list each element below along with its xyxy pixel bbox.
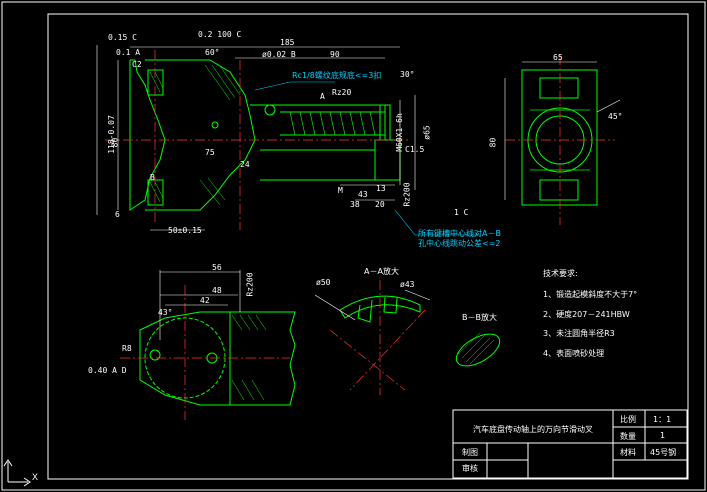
end-centerlines — [505, 55, 615, 225]
tol-frame-1: 0.15 C — [108, 33, 137, 42]
leaders — [254, 81, 480, 236]
dim-rz200: Rz200 — [402, 182, 412, 207]
sec-dim-43deg: 43° — [158, 308, 173, 317]
drawn-by-label: 制图 — [462, 448, 478, 457]
dim-rz20: Rz20 — [332, 88, 352, 97]
ucs-x-label: X — [32, 472, 38, 482]
dim-c15: C1.5 — [405, 145, 425, 154]
section-view — [139, 311, 296, 406]
sec-dim-42: 42 — [200, 296, 210, 305]
tol-frame-4: ø0.02 B — [262, 50, 296, 59]
dim-75: 75 — [205, 148, 215, 157]
dim-90: 90 — [330, 50, 340, 59]
dim-30deg: 30° — [400, 70, 415, 79]
scale-label: 比例 — [620, 415, 636, 424]
dim-65: ø65 — [422, 125, 432, 140]
dim-6: 6 — [115, 210, 120, 219]
section-dimensions — [159, 270, 241, 340]
dim-185: 185 — [280, 38, 295, 47]
main-dimensions — [96, 45, 416, 231]
section-centerlines — [120, 285, 290, 420]
end-dim-80: 80 — [488, 137, 498, 148]
main-view — [129, 59, 401, 211]
main-centerlines — [105, 50, 410, 230]
tech-req-item-2: 2、硬度207－241HBW — [543, 310, 630, 319]
aa-dimensions — [314, 289, 431, 321]
dim-60deg: 60° — [205, 48, 220, 57]
dim-20: 20 — [375, 200, 385, 209]
quantity-value: 1 — [660, 431, 666, 440]
tol-frame-5: 0.40 A D — [88, 366, 127, 375]
tech-req-heading: 技术要求: — [543, 269, 578, 278]
runout-note-2: 孔中心线跳动公差<=2 — [418, 239, 501, 248]
dim-m60: M60X1-6h — [394, 113, 404, 152]
dim-43: 43 — [358, 190, 368, 199]
quantity-label: 数量 — [620, 432, 636, 441]
end-dimensions — [504, 61, 621, 200]
dim-38: 38 — [350, 200, 360, 209]
dim-50: 50±0.15 — [168, 226, 202, 235]
dim-label-b: B — [150, 173, 155, 182]
dim-80: 80 — [110, 137, 120, 148]
end-view — [521, 69, 598, 206]
section-aa — [339, 295, 421, 323]
sec-dim-48: 48 — [212, 286, 222, 295]
aa-dim-43: ø43 — [400, 280, 415, 289]
section-aa-label: A－A放大 — [364, 267, 399, 276]
sec-dim-56: 56 — [212, 263, 222, 272]
dim-label-a: A — [320, 92, 325, 101]
runout-note-1: 所有键槽中心线对A－B — [418, 229, 501, 238]
material-label: 材料 — [620, 448, 636, 457]
drawing-frame — [47, 13, 689, 480]
reviewed-by-label: 审核 — [462, 464, 478, 473]
tech-req-item-3: 3、未注圆角半径R3 — [543, 329, 615, 338]
tol-frame-3: 0.2 100 C — [198, 30, 242, 39]
tech-req-item-4: 4、表面喷砂处理 — [543, 349, 605, 358]
sec-dim-rz200: Rz200 — [245, 272, 255, 297]
dim-13: 13 — [376, 184, 386, 193]
end-dim-45deg: 45° — [608, 112, 623, 121]
dim-24: 24 — [240, 160, 250, 169]
aa-centerlines — [329, 280, 426, 395]
drawing-title: 汽车底盘传动轴上的万向节滑动叉 — [473, 425, 593, 434]
thread-note: Rc1/8螺纹底规底<=3扣 — [292, 71, 382, 80]
dim-118: 118-0.07 — [106, 115, 116, 154]
tol-frame-2: 0.1 A — [116, 48, 141, 57]
material-value: 45号钢 — [650, 448, 677, 457]
tech-req-item-1: 1、锻造起模斜度不大于7° — [543, 290, 638, 299]
tol-frame-6: 1 C — [454, 208, 469, 217]
end-dim-65: 65 — [553, 53, 563, 62]
dim-c2: C2 — [132, 60, 142, 69]
dim-label-m: M — [338, 186, 343, 195]
aa-dim-50: ø50 — [316, 278, 331, 287]
title-block — [452, 409, 688, 479]
section-bb-label: B－B放大 — [462, 313, 497, 322]
ucs-icon — [3, 459, 31, 487]
section-bb — [455, 332, 501, 367]
scale-value: 1：1 — [653, 415, 672, 424]
sec-dim-r8: R8 — [122, 344, 132, 353]
